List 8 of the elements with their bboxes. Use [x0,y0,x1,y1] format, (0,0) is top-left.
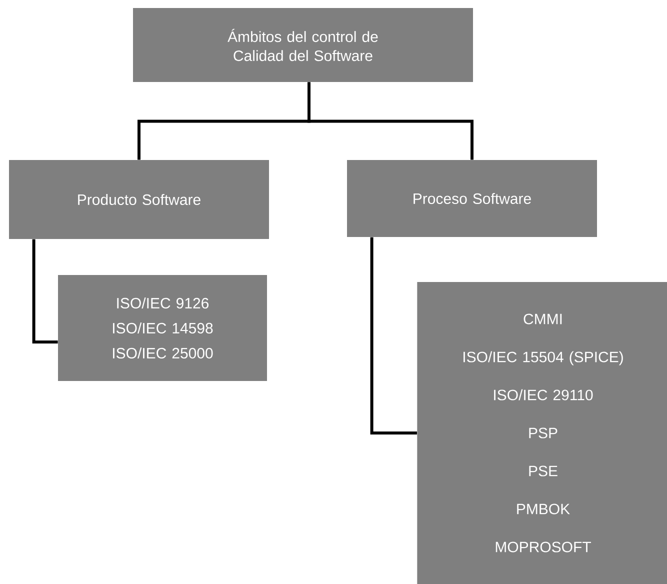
category-box: Proceso Software [347,160,597,237]
connector-line [32,239,58,344]
list-box: CMMI ISO/IEC 15504 (SPICE) ISO/IEC 29110 PSP PSE PMBOK MOPROSOFT [417,282,667,584]
category-box: Producto Software [9,160,269,239]
title-box: Ámbitos del control de Calidad del Software [133,8,473,82]
list-box: ISO/IEC 9126 ISO/IEC 14598 ISO/IEC 25000 [58,275,267,381]
connector-line [308,82,474,160]
connector-line [370,237,417,434]
